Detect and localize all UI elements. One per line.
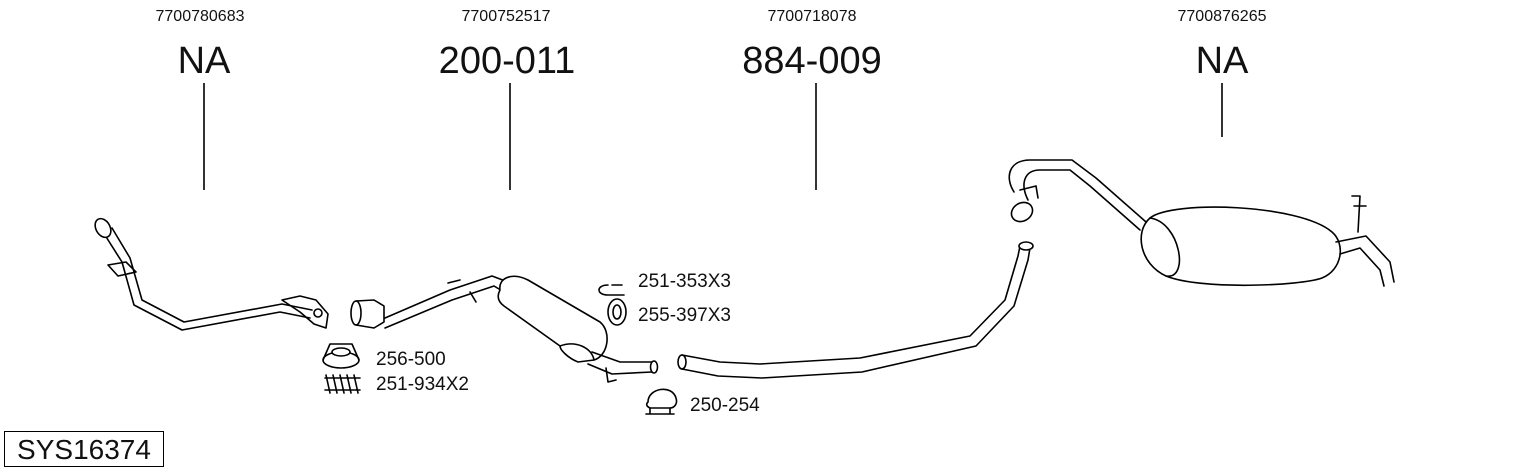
accessory-code-ring[interactable]: 255-397X3 — [638, 305, 731, 326]
center-silencer-drawing — [350, 275, 659, 383]
ring-gasket-icon — [607, 298, 627, 326]
oem-number-1: 7700780683 — [155, 8, 245, 25]
accessory-code-spring[interactable]: 251-934X2 — [376, 374, 469, 395]
oem-number-2: 7700752517 — [461, 8, 551, 25]
spring-icon — [324, 374, 361, 394]
exhaust-clamp-icon — [645, 388, 678, 415]
part-ref-3[interactable]: 884-009 — [742, 40, 882, 82]
accessory-code-gasket[interactable]: 256-500 — [376, 349, 446, 370]
oem-number-3: 7700718078 — [767, 8, 857, 25]
system-id-label: SYS16374 — [4, 431, 164, 467]
intermediate-pipe-drawing — [677, 241, 1034, 379]
accessory-code-clamp[interactable]: 250-254 — [690, 395, 760, 416]
clip-icon — [598, 284, 625, 296]
oem-number-4: 7700876265 — [1177, 8, 1267, 25]
part-ref-1[interactable]: NA — [177, 40, 231, 82]
part-ref-2[interactable]: 200-011 — [438, 40, 576, 82]
rear-silencer-drawing — [1008, 159, 1395, 287]
part-ref-4[interactable]: NA — [1195, 40, 1249, 82]
accessory-code-clip[interactable]: 251-353X3 — [638, 271, 731, 292]
front-pipe-drawing — [94, 217, 329, 331]
flange-gasket-icon — [322, 343, 360, 369]
